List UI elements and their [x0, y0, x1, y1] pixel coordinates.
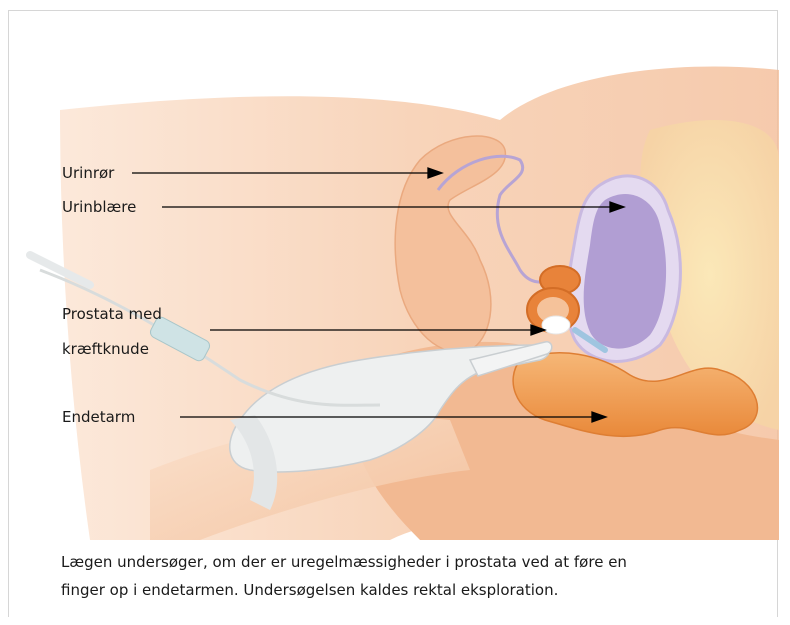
caption-line-1: Lægen undersøger, om der er uregelmæssig…	[61, 548, 761, 576]
label-urethra: Urinrør	[62, 162, 114, 184]
label-prostate-line2: kræftknude	[62, 338, 149, 360]
bladder-body	[584, 194, 666, 349]
tumor-nodule	[542, 316, 570, 334]
label-rectum: Endetarm	[62, 406, 135, 428]
figure-caption: Lægen undersøger, om der er uregelmæssig…	[61, 548, 761, 604]
caption-line-2: finger op i endetarmen. Undersøgelsen ka…	[61, 576, 761, 604]
label-prostate-line1: Prostata med	[62, 303, 162, 325]
label-bladder: Urinblære	[62, 196, 136, 218]
